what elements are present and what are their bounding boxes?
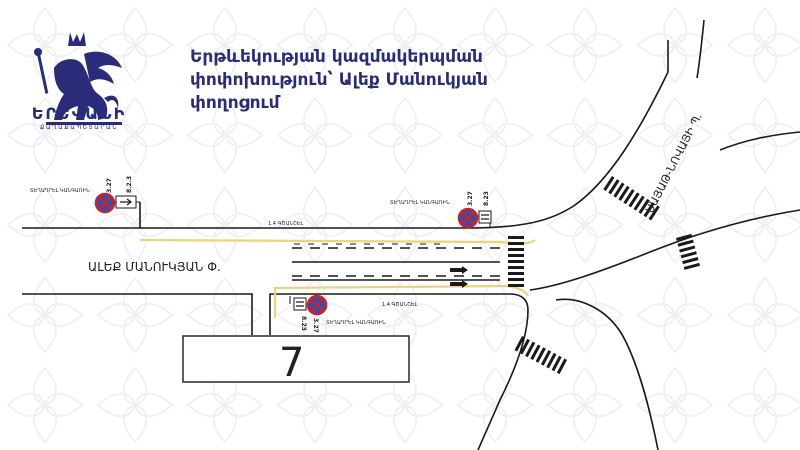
crosswalk-main	[508, 236, 524, 287]
page-title-line-1: Երթևեկության կազմակերպման	[190, 47, 483, 67]
building-7	[182, 335, 410, 383]
sign-code-left: 3.27	[106, 178, 113, 193]
lane-width-label-top: 1.4 ԳԾԱՆՇԵԼ	[268, 221, 304, 227]
page-title-line-3: փողոցում	[190, 93, 280, 113]
street-label-diagonal: ՍԱՅԱԹ-ՆՈՎԱՅԻ Պ.	[643, 111, 705, 215]
no-stopping-icon	[94, 192, 116, 214]
sign-note-left: ՏԵՂԱԴՐԵԼ ԿԱՆԳԱՌԻՆ	[30, 188, 90, 194]
street-label-main: ԱԼԵՔ ՄԱՆՈՒԿՅԱՆ Փ.	[88, 260, 221, 274]
sign-plate-code-right: 8.23	[483, 191, 490, 206]
crosswalk-bottom	[514, 336, 568, 375]
crosswalks	[508, 176, 700, 375]
crosswalk-diagonal-top	[603, 176, 660, 221]
lane-arrow-icon	[450, 266, 468, 274]
lane-width-label-bottom: 1.4 ԳԾԱՆՇԵԼ	[382, 302, 418, 308]
no-stopping-sign-right: ՏԵՂԱԴՐԵԼ ԿԱՆԳԱՌԻՆ 3.27 8.23	[390, 191, 492, 229]
logo-subtitle: ՔԱՂԱՔԱՊԵՏԱՐԱՆ	[39, 124, 119, 131]
sign-plate-code-bottom: 8.23	[300, 316, 307, 331]
road-edges	[22, 19, 800, 450]
sign-note-right: ՏԵՂԱԴՐԵԼ ԿԱՆԳԱՌԻՆ	[390, 200, 450, 206]
plate-arrow-icon	[120, 198, 132, 206]
sign-plate-right	[478, 210, 492, 224]
sign-plate-bottom	[293, 297, 307, 311]
curb-markings	[139, 238, 536, 318]
lane-arrows	[450, 266, 468, 288]
plate-lines-icon	[481, 214, 489, 220]
building-number: 7	[279, 340, 304, 386]
lane-markings	[292, 243, 500, 281]
page-title-line-2: փոփոխություն՝ Ալեք Մանուկյան	[190, 70, 488, 90]
yerevan-lion-logo-icon	[34, 32, 122, 125]
sign-code-bottom: 3.27	[312, 318, 319, 333]
sign-note-bottom: ՏԵՂԱԴՐԵԼ ԿԱՆԳԱՌԻՆ	[326, 320, 386, 326]
lane-arrow-icon	[450, 280, 468, 288]
no-stopping-sign-bottom: 8.23 3.27 ՏԵՂԱԴՐԵԼ ԿԱՆԳԱՌԻՆ	[289, 294, 386, 333]
plate-lines-icon	[296, 301, 304, 307]
no-stopping-icon	[457, 207, 479, 229]
sign-code-right: 3.27	[467, 191, 474, 206]
sign-plate-code-left: 8.2.3	[126, 176, 133, 193]
crosswalk-right	[676, 233, 700, 270]
no-stopping-sign-left: ՏԵՂԱԴՐԵԼ ԿԱՆԳԱՌԻՆ 3.27 8.2.3	[30, 176, 140, 214]
no-stopping-icon	[306, 294, 328, 316]
page-title: Երթևեկության կազմակերպման փոփոխություն՝ …	[190, 46, 590, 115]
logo-name: ԵՐԵՎԱՆԻ	[31, 104, 127, 123]
